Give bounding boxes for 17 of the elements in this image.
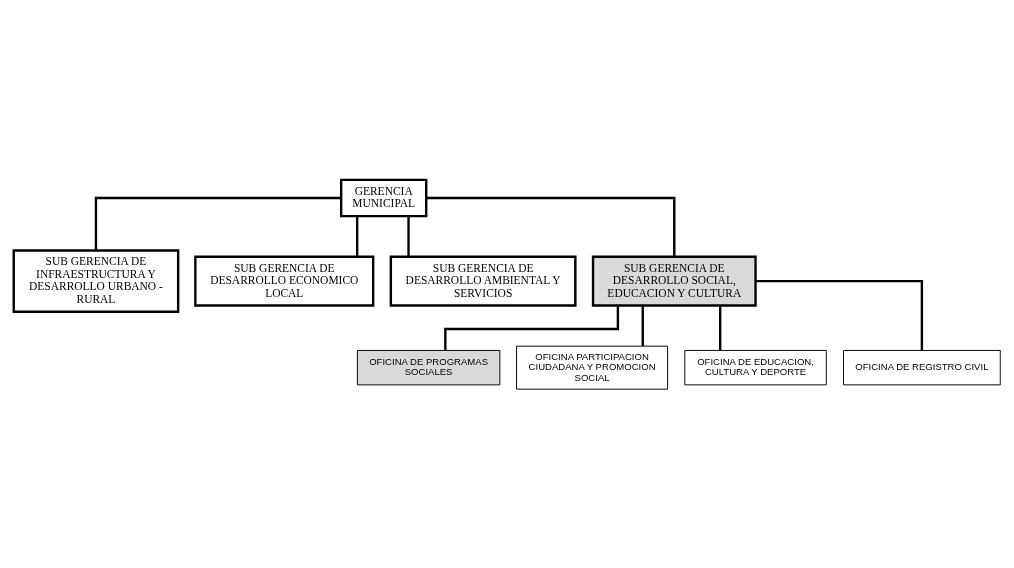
connector (355, 215, 359, 257)
node-box: OFICINA PARTICIPACION CIUDADANA Y PROMOCION SOCIAL (516, 345, 669, 390)
node-box: OFICINA DE REGISTRO CIVIL (843, 349, 1001, 385)
node-box: SUB GERENCIA DE DESARROLLO SOCIAL, EDUCACION Y CULTURA (591, 255, 757, 307)
connector (444, 305, 620, 350)
node-box: SUB GERENCIA DE DESARROLLO ECONOMICO LOCAL (194, 255, 375, 307)
node-box: SUB GERENCIA DE INFRAESTRUCTURA Y DESARROLLO URBANO - RURAL (12, 248, 180, 313)
node-box: GERENCIA MUNICIPAL (339, 178, 428, 217)
node-box: OFICINA DE EDUCACION, CULTURA Y DEPORTE (684, 349, 827, 385)
connector (641, 305, 644, 346)
connector (755, 279, 924, 350)
connector (719, 305, 722, 350)
node-box: OFICINA DE PROGRAMAS SOCIALES (356, 349, 501, 385)
connector (407, 215, 410, 257)
node-box: SUB GERENCIA DE DESARROLLO AMBIENTAL Y SERVICIOS (389, 255, 577, 307)
connector (426, 196, 676, 257)
connector (94, 196, 341, 250)
